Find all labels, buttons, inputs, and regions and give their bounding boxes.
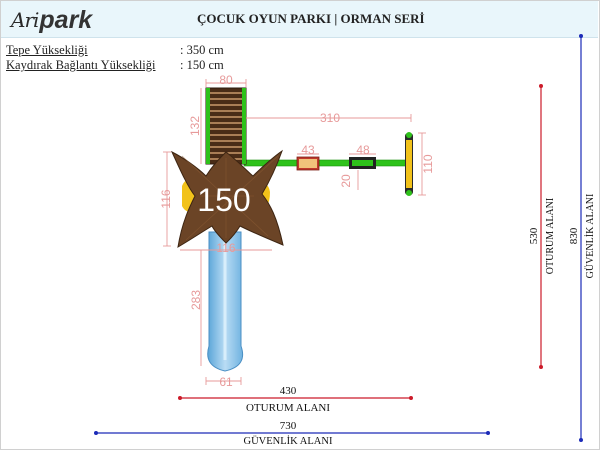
climbing-ladder bbox=[205, 87, 247, 165]
dim-swing-frame: 110 bbox=[421, 154, 435, 173]
slide bbox=[207, 231, 244, 372]
swing-frame-accent bbox=[406, 140, 412, 188]
swing-seat-b-inner bbox=[352, 160, 373, 166]
dimension-lines bbox=[163, 79, 426, 385]
dim-ladder-width: 80 bbox=[219, 73, 233, 87]
logo-word: park bbox=[39, 5, 93, 34]
safety-width-label: GÜVENLİK ALANI bbox=[244, 435, 333, 447]
dim-slide-width: 61 bbox=[219, 375, 233, 389]
header-bar: Ari park ÇOCUK OYUN PARKI | ORMAN SERİ bbox=[1, 1, 598, 38]
seating-width-value: 430 bbox=[280, 385, 297, 397]
dim-tower-depth: 116 bbox=[159, 189, 173, 208]
seating-depth-value: 530 bbox=[528, 227, 540, 244]
tower-roof: 150 bbox=[170, 149, 284, 248]
seating-depth-dimension: 530 OTURUM ALANI bbox=[528, 84, 556, 369]
safety-depth-label: GÜVENLİK ALANI bbox=[584, 194, 596, 279]
safety-depth-value: 830 bbox=[568, 227, 580, 244]
safety-depth-dimension: 830 GÜVENLİK ALANI bbox=[568, 34, 596, 442]
ladder-rail-right bbox=[242, 88, 246, 164]
seating-width-label: OTURUM ALANI bbox=[246, 402, 330, 414]
safety-width-endpoint bbox=[486, 431, 490, 435]
swing-set bbox=[243, 132, 413, 196]
brand-logo[interactable]: Ari park bbox=[11, 4, 92, 36]
dim-seat-depth: 20 bbox=[339, 174, 353, 188]
dim-seat-a: 43 bbox=[301, 143, 315, 157]
seating-width-dimension: 430 OTURUM ALANI bbox=[178, 385, 413, 414]
roof-leaf bbox=[170, 149, 284, 248]
safety-width-endpoint bbox=[94, 431, 98, 435]
seating-depth-endpoint bbox=[539, 84, 543, 88]
tower-height-label: 150 bbox=[197, 182, 250, 218]
safety-depth-endpoint bbox=[579, 34, 583, 38]
seating-width-endpoint bbox=[409, 396, 413, 400]
swing-seat-a-inner bbox=[299, 159, 317, 168]
spec-row-slide-height: Kaydırak Bağlantı Yüksekliği : 150 cm bbox=[6, 58, 224, 73]
seating-depth-label: OTURUM ALANI bbox=[545, 198, 556, 274]
roof-veins bbox=[181, 155, 279, 241]
spec-label: Tepe Yüksekliği bbox=[6, 43, 88, 57]
swing-frame-cap bbox=[406, 190, 412, 196]
safety-width-dimension: 730 GÜVENLİK ALANI bbox=[94, 420, 490, 447]
safety-depth-endpoint bbox=[579, 438, 583, 442]
seating-width-endpoint bbox=[178, 396, 182, 400]
spec-value: : 150 cm bbox=[180, 58, 224, 72]
dim-seat-b: 48 bbox=[356, 143, 370, 157]
swing-frame-cap bbox=[406, 132, 412, 138]
spec-list: Tepe Yüksekliği : 350 cm Kaydırak Bağlan… bbox=[6, 43, 224, 73]
spec-row-peak-height: Tepe Yüksekliği : 350 cm bbox=[6, 43, 224, 58]
seating-depth-endpoint bbox=[539, 365, 543, 369]
spec-value: : 350 cm bbox=[180, 43, 224, 57]
dim-ladder-length: 132 bbox=[188, 116, 202, 136]
logo-script: Ari bbox=[11, 8, 39, 32]
ladder-frame bbox=[205, 87, 247, 165]
spec-label: Kaydırak Bağlantı Yüksekliği bbox=[6, 58, 156, 72]
dim-tower-width: 116 bbox=[216, 241, 235, 255]
dim-slide-length: 283 bbox=[189, 290, 203, 310]
safety-width-value: 730 bbox=[280, 420, 297, 432]
dim-swing-beam: 310 bbox=[320, 111, 340, 125]
ladder-rail-left bbox=[206, 88, 210, 164]
page-title: ÇOCUK OYUN PARKI | ORMAN SERİ bbox=[197, 11, 425, 26]
